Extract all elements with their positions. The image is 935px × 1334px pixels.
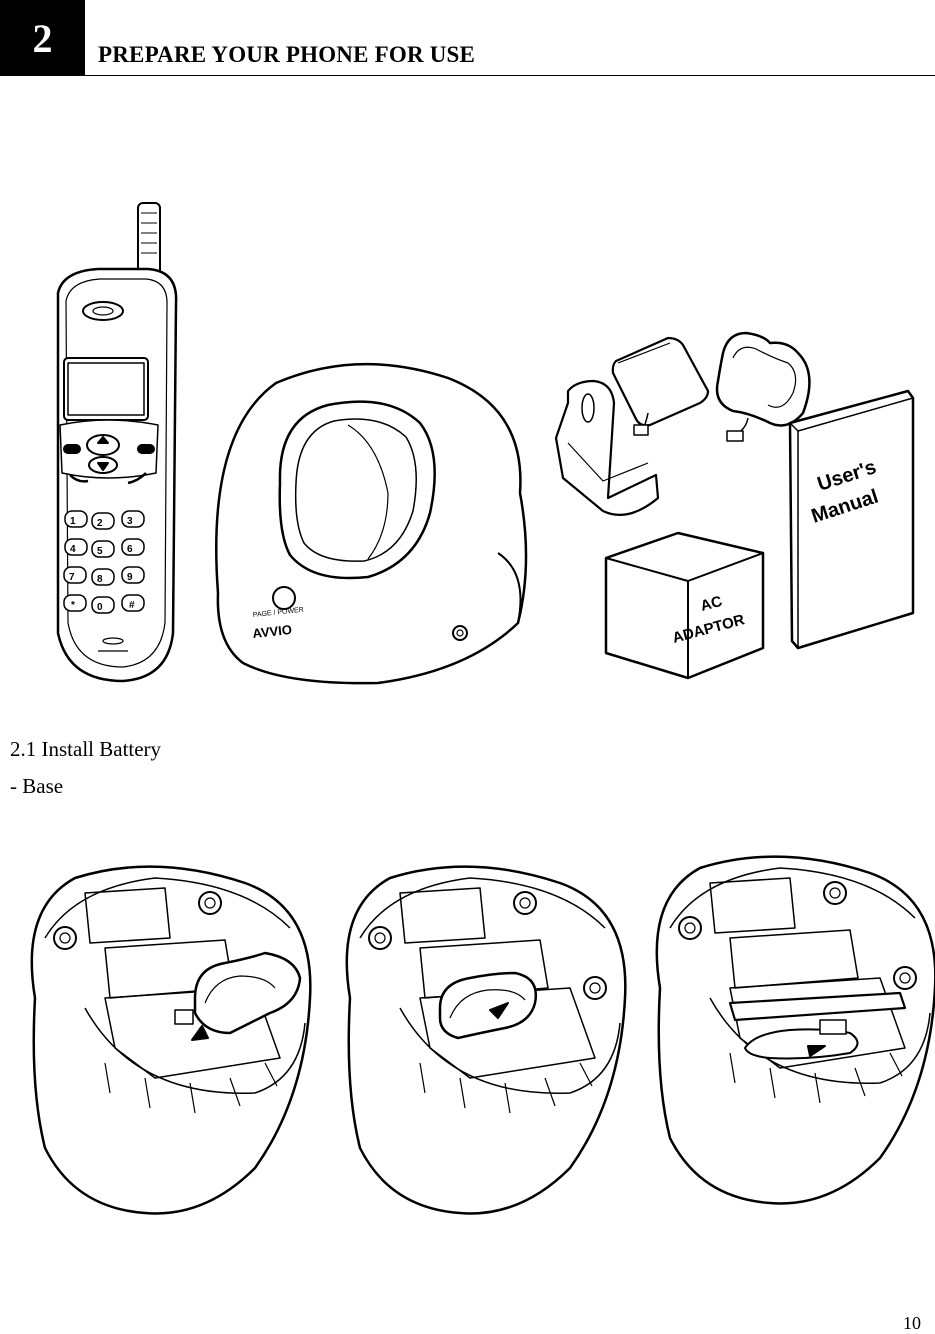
keypad: 1 2 3 4 5 6 7 8 9 * 0 # [63,510,145,614]
key-6: 6 [127,544,133,555]
page-number: 10 [903,1313,921,1333]
key-hash: # [129,600,135,611]
belt-clip-illustration [554,379,660,516]
subsection-label: - Base [10,774,64,798]
chapter-number-box: 2 [0,0,85,76]
brand-logo: AVVIO [252,622,293,641]
header-divider [85,75,935,76]
key-1: 1 [70,516,76,527]
handset-battery-illustration [611,336,710,436]
install-step-1 [30,865,312,1215]
ac-adaptor-box-illustration: AC ADAPTOR [604,531,765,680]
key-star: * [71,600,75,611]
install-step-2 [345,865,627,1215]
key-8: 8 [97,574,103,585]
key-9: 9 [127,572,133,583]
key-0: 0 [97,602,103,613]
key-5: 5 [97,546,103,557]
key-2: 2 [97,518,103,529]
key-3: 3 [127,516,133,527]
battery-install-steps-illustration [30,855,935,1215]
install-step-3 [655,855,935,1205]
key-7: 7 [69,572,75,583]
base-battery-illustration [715,331,811,442]
ac-label: AC [699,593,724,615]
base-unit-illustration: PAGE / POWER AVVIO [215,362,528,685]
key-4: 4 [70,544,76,555]
chapter-number: 2 [32,15,53,61]
chapter-title: PREPARE YOUR PHONE FOR USE [98,42,476,67]
users-manual-illustration: User's Manual [788,389,915,650]
section-heading: 2.1 Install Battery [10,737,162,761]
package-contents-illustration: 1 2 3 4 5 6 7 8 9 * 0 # PAGE / POWER AVV… [56,202,915,685]
handset-illustration: 1 2 3 4 5 6 7 8 9 * 0 # [56,202,178,683]
